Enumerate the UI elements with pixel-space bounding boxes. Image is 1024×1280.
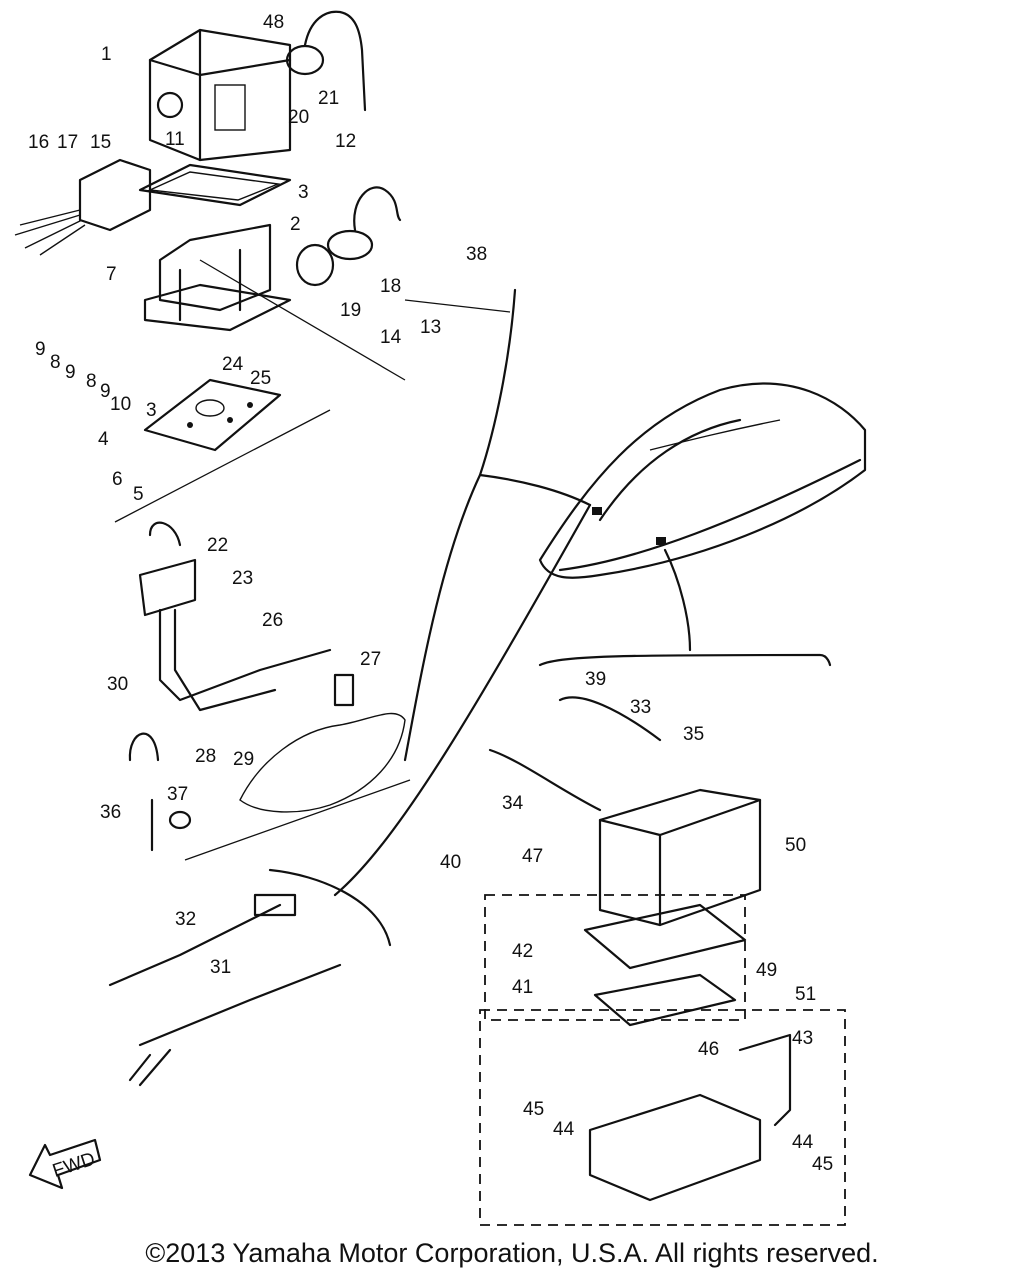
callout-14: 14 (380, 327, 402, 348)
callout-12: 12 (335, 131, 356, 152)
callout-13: 13 (420, 317, 441, 338)
callout-33: 33 (630, 697, 651, 718)
callout-42: 42 (512, 941, 533, 962)
callout-9: 9 (35, 339, 46, 360)
callout-32: 32 (175, 909, 196, 930)
callout-23: 23 (232, 568, 253, 589)
callout-8: 8 (50, 352, 61, 373)
harness-bracket (268, 868, 392, 947)
battery-47 (598, 788, 762, 927)
pad-51 (593, 973, 737, 1027)
callout-37: 37 (167, 784, 188, 805)
callout-25: 25 (250, 368, 271, 389)
callout-8b: 8 (86, 371, 97, 392)
callout-20: 20 (288, 107, 309, 128)
callout-26: 26 (262, 610, 283, 631)
cable-38 (404, 299, 511, 313)
starter-relay-18-19 (295, 186, 402, 287)
callout-38: 38 (466, 244, 487, 265)
callout-9b: 9 (65, 362, 76, 383)
battery-box (588, 1093, 762, 1202)
fwd-arrow-icon: FWD (28, 1138, 102, 1190)
callout-31: 31 (210, 957, 231, 978)
callout-2: 2 (290, 214, 301, 235)
callout-51: 51 (795, 984, 816, 1005)
callout-43: 43 (792, 1028, 813, 1049)
arrow-pointer (478, 473, 592, 507)
callout-19: 19 (340, 300, 361, 321)
callout-47: 47 (522, 846, 543, 867)
callout-18: 18 (380, 276, 401, 297)
harness-31 (128, 963, 342, 1087)
callout-34: 34 (502, 793, 524, 814)
group-bracket-2 (184, 779, 411, 861)
callout-17: 17 (57, 132, 78, 153)
cdi-unit-15 (14, 158, 152, 256)
callout-44: 44 (553, 1119, 575, 1140)
callout-48: 48 (263, 12, 284, 33)
callout-1: 1 (101, 44, 112, 65)
gasket-3 (138, 163, 292, 207)
watercraft-hull (538, 382, 867, 579)
callout-3: 3 (298, 182, 309, 203)
callout-46: 46 (698, 1039, 719, 1060)
callout-28: 28 (195, 746, 216, 767)
callout-36: 36 (100, 802, 121, 823)
callout-40: 40 (440, 852, 461, 873)
harness-32 (108, 893, 297, 987)
plate-4 (143, 378, 282, 452)
callout-30: 30 (107, 674, 128, 695)
callout-27: 27 (360, 649, 381, 670)
callout-6: 6 (112, 469, 123, 490)
callout-11: 11 (165, 129, 185, 150)
callout-24: 24 (222, 354, 244, 375)
callout-21: 21 (318, 88, 339, 109)
divider-curve (403, 288, 517, 762)
callout-5: 5 (133, 484, 144, 505)
electrical-box-cover (148, 28, 292, 162)
pad-41 (583, 903, 747, 970)
callout-35: 35 (683, 724, 704, 745)
arrow-pointer-2 (663, 548, 692, 652)
callout-44b: 44 (792, 1132, 814, 1153)
callout-labels: 1 2 3 3 4 5 6 7 8 8 9 9 9 10 11 12 13 14… (28, 12, 833, 1175)
lead-36 (128, 732, 160, 852)
callout-3b: 3 (146, 400, 157, 421)
callout-15: 15 (90, 132, 111, 153)
callout-16: 16 (28, 132, 49, 153)
callout-50: 50 (785, 835, 806, 856)
rectifier-20 (285, 10, 367, 112)
callout-39: 39 (585, 669, 606, 690)
ignition-coil-22 (138, 521, 332, 712)
callout-9c: 9 (100, 381, 111, 402)
engine-outline (239, 712, 406, 813)
copyright-notice: ©2013 Yamaha Motor Corporation, U.S.A. A… (145, 1238, 879, 1268)
battery-group-bracket (538, 653, 832, 667)
cable-34 (488, 748, 602, 812)
callout-41: 41 (512, 977, 533, 998)
callout-29: 29 (233, 749, 254, 770)
band-43 (738, 1033, 792, 1127)
callout-4: 4 (98, 429, 109, 450)
battery-set-40 (484, 894, 746, 1021)
callout-45: 45 (523, 1099, 544, 1120)
callout-49: 49 (756, 960, 777, 981)
callout-22: 22 (207, 535, 228, 556)
callout-45b: 45 (812, 1154, 833, 1175)
cable-33 (558, 696, 662, 742)
wire-13 (199, 259, 406, 381)
pointer-curve (333, 503, 592, 897)
callout-7: 7 (106, 264, 117, 285)
callout-10: 10 (110, 394, 131, 415)
box-base-2 (143, 223, 292, 332)
spark-plug-27 (333, 673, 355, 707)
group-bracket (114, 409, 331, 523)
grommet-37 (168, 810, 192, 830)
